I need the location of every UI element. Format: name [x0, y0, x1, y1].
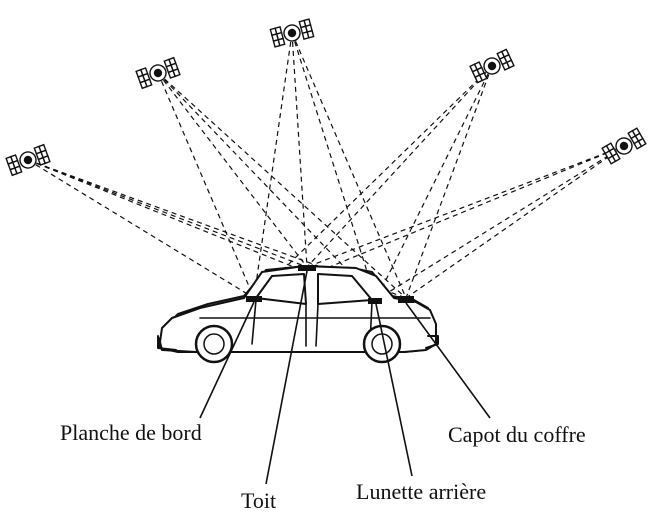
satellites: [5, 18, 647, 177]
leader-lines: [199, 270, 491, 485]
antenna-rear-window: [368, 298, 382, 304]
car-door-lines: [199, 299, 431, 347]
leader-dashboard: [199, 301, 255, 419]
signal-line: [157, 72, 255, 299]
satellite-icon: [469, 48, 515, 84]
signal-line: [27, 159, 255, 299]
leader-trunk-lid: [405, 302, 491, 419]
label-dashboard: Planche de bord: [60, 420, 202, 445]
label-trunk-lid: Capot du coffre: [448, 422, 586, 447]
signal-line: [27, 159, 308, 268]
signal-line: [291, 32, 407, 299]
signal-line: [157, 72, 308, 268]
car-front-bumper: [157, 335, 177, 351]
car-icon: [157, 265, 439, 353]
car-silhouette: [159, 265, 437, 353]
signal-line: [253, 65, 493, 299]
label-roof: Toit: [241, 488, 277, 513]
satellite-icon: [135, 56, 181, 90]
rear-wheel-hub: [371, 333, 393, 355]
signal-lines: [27, 32, 625, 301]
signal-line: [291, 32, 308, 268]
signal-line: [157, 72, 377, 301]
front-wheel-hub: [203, 333, 225, 355]
leader-roof: [265, 270, 308, 485]
antenna-roof: [298, 265, 316, 271]
signal-line: [291, 32, 377, 301]
satellite-icon: [5, 143, 51, 177]
antenna-dashboard: [246, 296, 262, 302]
antenna-trunk-lid: [398, 296, 414, 303]
satellite-icon: [269, 18, 315, 48]
signal-line: [375, 145, 625, 301]
wheels: [194, 324, 402, 364]
car-rear-bumper: [425, 335, 439, 349]
satellite-icon: [601, 127, 647, 165]
leader-rear-window: [375, 303, 413, 477]
signal-line: [157, 72, 407, 299]
antennas: [246, 265, 414, 304]
signal-line: [405, 65, 493, 299]
label-rear-window: Lunette arrière: [356, 479, 487, 504]
signal-line: [306, 145, 625, 268]
signal-line: [375, 65, 493, 301]
signal-line: [306, 65, 493, 268]
